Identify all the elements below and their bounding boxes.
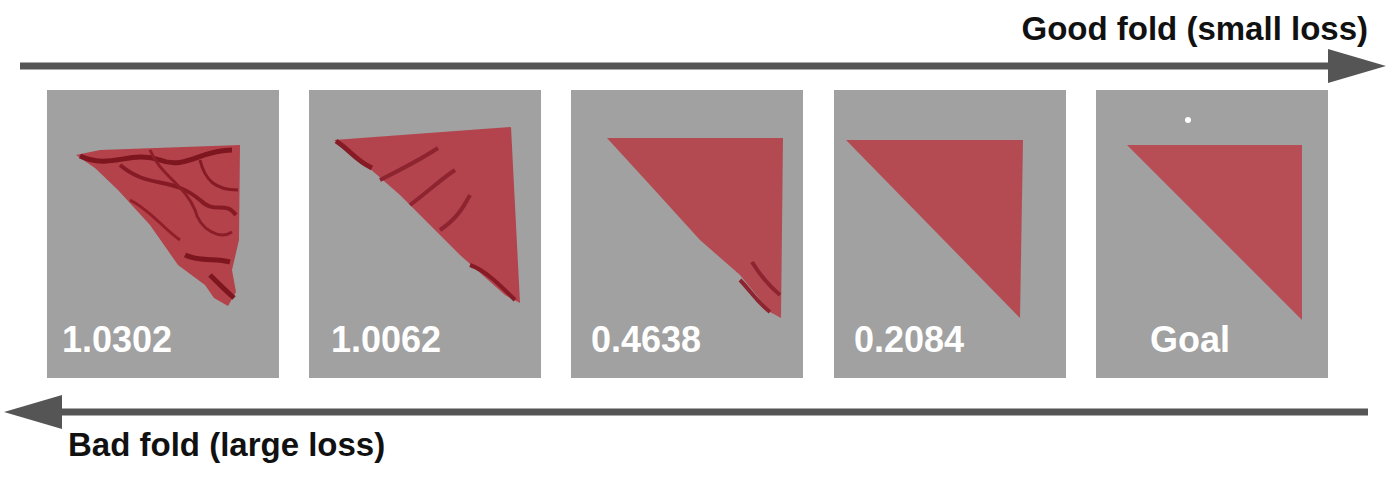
cloth-goal [1127,117,1302,320]
loss-value: 0.4638 [591,320,701,360]
direction-label: Good fold (small loss) [1021,10,1368,48]
arrow-head [4,395,62,429]
cloth-near-fold [607,138,783,318]
cloth-wrinkled [334,127,520,303]
arrow-line [20,63,1336,70]
loss-value: 1.0302 [62,320,172,360]
loss-value: 1.0062 [331,320,441,360]
cloth-crumpled [76,145,240,306]
arrow-head [1328,49,1386,83]
cloth-good-fold [846,140,1023,318]
direction-label: Bad fold (large loss) [68,426,385,464]
goal-label: Goal [1150,320,1230,360]
loss-value: 0.2084 [854,320,964,360]
arrow-line [58,409,1368,416]
